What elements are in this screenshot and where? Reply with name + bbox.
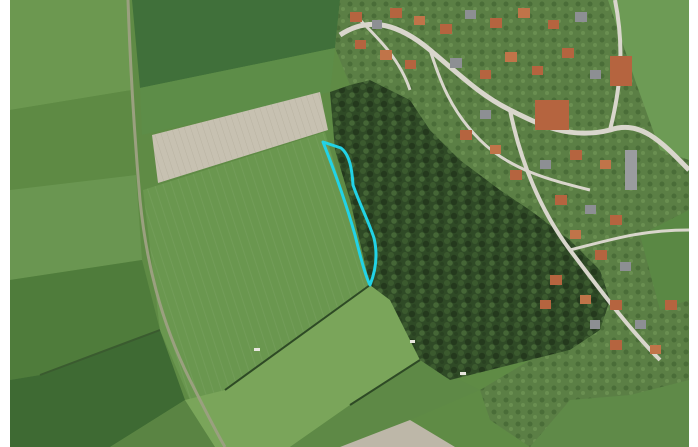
field-lower-center [185,285,420,447]
road-south [508,109,662,362]
field-object [460,372,466,375]
field-bottom-right [530,380,689,447]
field-object [410,340,415,343]
field-left-4 [10,260,160,380]
houses [350,8,677,354]
field-top-right [608,0,689,160]
road-inner [428,49,591,192]
hedge-line-2 [39,329,161,376]
residential-area [335,0,689,447]
aerial-map[interactable] [10,0,689,447]
field-left-3 [10,175,142,280]
dirt-track [126,0,227,447]
road-east [569,228,689,252]
field-lower-right [290,360,480,447]
hedge-line-3 [349,359,421,406]
field-bottom-left [10,330,185,447]
aerial-map-svg [10,0,689,447]
hedge-line-1 [224,284,371,391]
field-right-middle [640,210,689,310]
field-middle-strip [140,48,335,135]
field-top-middle [132,0,340,88]
field-object [254,348,260,351]
field-bottom-left-2 [110,400,215,447]
highlighted-area-outline[interactable] [321,140,378,287]
bare-soil-bottom [340,420,455,447]
field-top-left [10,0,132,110]
bare-soil-field [152,92,328,183]
field-left-2 [10,90,136,190]
